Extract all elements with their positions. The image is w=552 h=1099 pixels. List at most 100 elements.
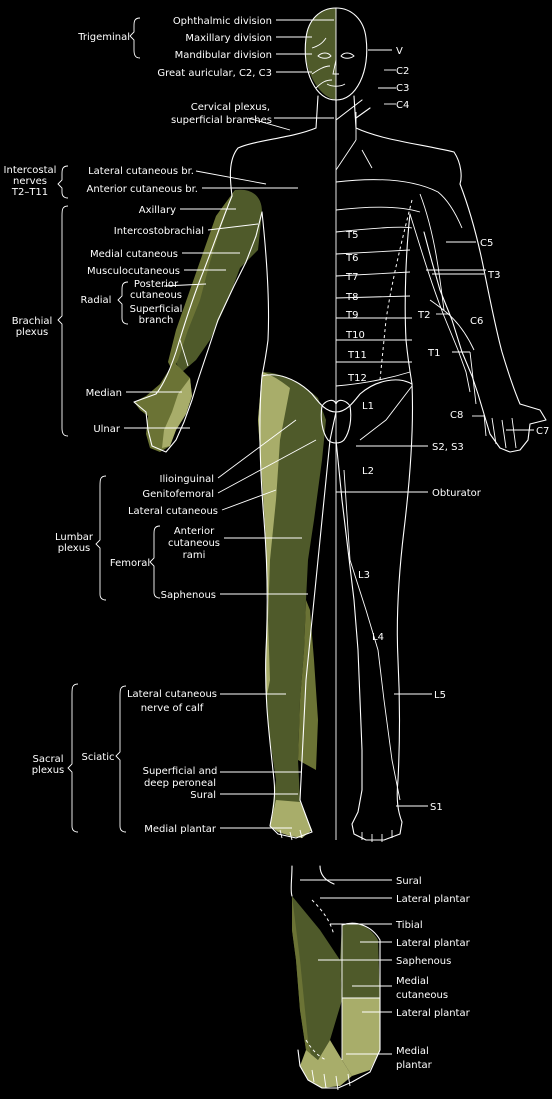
trigeminal-bracket bbox=[130, 18, 140, 58]
foot-label-saphenous: Saphenous bbox=[396, 956, 451, 967]
intercostal-bracket bbox=[58, 166, 68, 198]
dermatome-l2: L2 bbox=[362, 466, 374, 477]
sole-ankle-lines bbox=[291, 866, 334, 896]
label-intercostal-2: nerves bbox=[13, 176, 47, 187]
foot-label-medial-cutaneous-1: Medial bbox=[396, 976, 429, 987]
label-brachial-1: Brachial bbox=[12, 316, 53, 327]
dermatome-c5: C5 bbox=[480, 238, 493, 249]
dermatome-l1: L1 bbox=[362, 401, 374, 412]
foot-label-medial-plantar-2: plantar bbox=[396, 1060, 433, 1071]
label-genitofemoral: Genitofemoral bbox=[142, 489, 214, 500]
label-axillary: Axillary bbox=[139, 205, 176, 216]
label-anterior-cutaneous-br: Anterior cutaneous br. bbox=[87, 184, 199, 195]
dermatome-s1: S1 bbox=[430, 802, 443, 813]
dermatome-t12: T12 bbox=[347, 373, 367, 384]
label-posterior-cutaneous-1: Posterior bbox=[134, 279, 179, 290]
sole-heel-shade bbox=[340, 923, 380, 998]
label-medial-cutaneous: Medial cutaneous bbox=[90, 249, 178, 260]
torso-right-side bbox=[405, 214, 412, 384]
label-peroneal-1: Superficial and bbox=[143, 766, 218, 777]
dermatome-arm-lines bbox=[420, 194, 486, 404]
dermatome-s2-s3: S2, S3 bbox=[432, 442, 464, 453]
dermatome-t7: T7 bbox=[345, 272, 358, 283]
label-anterior-rami-2: cutaneous bbox=[168, 538, 220, 549]
dermatome-t11: T11 bbox=[347, 350, 367, 361]
torso-outline bbox=[230, 128, 461, 196]
femoral-bracket bbox=[150, 526, 160, 598]
sacral-bracket bbox=[68, 684, 78, 832]
label-sacral-2: plexus bbox=[32, 765, 65, 776]
foot-labels: Sural Lateral plantar Tibial Lateral pla… bbox=[395, 876, 471, 1071]
foot-label-tibial: Tibial bbox=[395, 920, 423, 931]
label-great-auricular: Great auricular, C2, C3 bbox=[157, 68, 272, 79]
dermatome-l4: L4 bbox=[372, 632, 384, 643]
dermatome-t8: T8 bbox=[345, 292, 358, 303]
foot-label-medial-plantar-1: Medial bbox=[396, 1046, 429, 1057]
label-intercostal-3: T2–T11 bbox=[11, 187, 48, 198]
dermatome-labels: V C2 C3 C4 T5 T6 T7 T8 T9 T10 T11 T12 C5… bbox=[345, 46, 549, 813]
foot-label-lateral-plantar-2: Lateral plantar bbox=[396, 938, 471, 949]
dermatome-t6: T6 bbox=[345, 253, 358, 264]
label-musculocutaneous: Musculocutaneous bbox=[87, 266, 180, 277]
label-peroneal-2: deep peroneal bbox=[144, 778, 216, 789]
label-lumbar-1: Lumbar bbox=[55, 532, 94, 543]
label-lumbar-2: plexus bbox=[58, 543, 91, 554]
label-mandibular: Mandibular division bbox=[175, 50, 272, 61]
dermatome-t10: T10 bbox=[345, 330, 365, 341]
label-intercostobrachial: Intercostobrachial bbox=[114, 226, 204, 237]
dermatome-v: V bbox=[396, 46, 403, 57]
label-ulnar: Ulnar bbox=[93, 424, 121, 435]
dermatome-c2: C2 bbox=[396, 66, 409, 77]
radial-bracket bbox=[118, 282, 128, 324]
label-anterior-rami-3: rami bbox=[183, 550, 206, 561]
dermatome-c4: C4 bbox=[396, 100, 409, 111]
label-cervical-2: superficial branches bbox=[171, 115, 272, 126]
label-trigeminal: Trigeminal bbox=[77, 32, 130, 43]
label-superficial-branch-1: Superficial bbox=[130, 304, 183, 315]
dermatome-t1: T1 bbox=[427, 348, 440, 359]
right-arm-outline bbox=[424, 184, 546, 452]
label-saphenous: Saphenous bbox=[161, 590, 216, 601]
label-maxillary: Maxillary division bbox=[185, 33, 272, 44]
label-femoral: Femoral bbox=[110, 558, 150, 569]
label-lateral-cutaneous-br: Lateral cutaneous br. bbox=[88, 166, 194, 177]
label-medial-plantar: Medial plantar bbox=[144, 824, 217, 835]
brachial-bracket bbox=[58, 206, 68, 436]
dermatome-c8: C8 bbox=[450, 410, 463, 421]
label-ophthalmic: Ophthalmic division bbox=[173, 16, 272, 27]
label-sciatic: Sciatic bbox=[82, 752, 115, 763]
dermatome-c7: C7 bbox=[536, 426, 549, 437]
dermatome-l5: L5 bbox=[434, 690, 446, 701]
foot-label-lateral-plantar-1: Lateral plantar bbox=[396, 894, 471, 905]
cervical-lines bbox=[336, 112, 372, 170]
right-arm-inner bbox=[410, 214, 470, 392]
sciatic-bracket bbox=[116, 686, 126, 832]
dermatome-t9: T9 bbox=[345, 310, 358, 321]
label-superficial-branch-2: branch bbox=[139, 315, 174, 326]
body-outline bbox=[134, 8, 546, 842]
label-intercostal-1: Intercostal bbox=[4, 165, 57, 176]
label-ilioinguinal: Ilioinguinal bbox=[160, 474, 214, 485]
label-sural: Sural bbox=[190, 790, 216, 801]
torso-left-side bbox=[262, 212, 269, 376]
dermatome-c3: C3 bbox=[396, 83, 409, 94]
dermatome-c6: C6 bbox=[470, 316, 483, 327]
label-brachial-2: plexus bbox=[16, 327, 49, 338]
dermatome-leg-lines bbox=[344, 386, 412, 800]
dermatome-t5: T5 bbox=[345, 230, 358, 241]
foot-label-medial-cutaneous-2: cutaneous bbox=[396, 990, 448, 1001]
label-posterior-cutaneous-2: cutaneous bbox=[130, 290, 182, 301]
foot-label-lateral-plantar-3: Lateral plantar bbox=[396, 1008, 471, 1019]
dermatome-t2: T2 bbox=[417, 310, 430, 321]
label-anterior-rami-1: Anterior bbox=[174, 526, 215, 537]
label-median: Median bbox=[86, 388, 122, 399]
lumbar-bracket bbox=[96, 476, 106, 600]
right-leg-outline bbox=[336, 384, 413, 840]
dermatome-t3: T3 bbox=[487, 270, 500, 281]
label-calf-2: nerve of calf bbox=[141, 703, 204, 714]
sole-lateral-shade bbox=[342, 998, 380, 1076]
foot-label-sural: Sural bbox=[396, 876, 422, 887]
label-lateral-cutaneous: Lateral cutaneous bbox=[128, 506, 218, 517]
